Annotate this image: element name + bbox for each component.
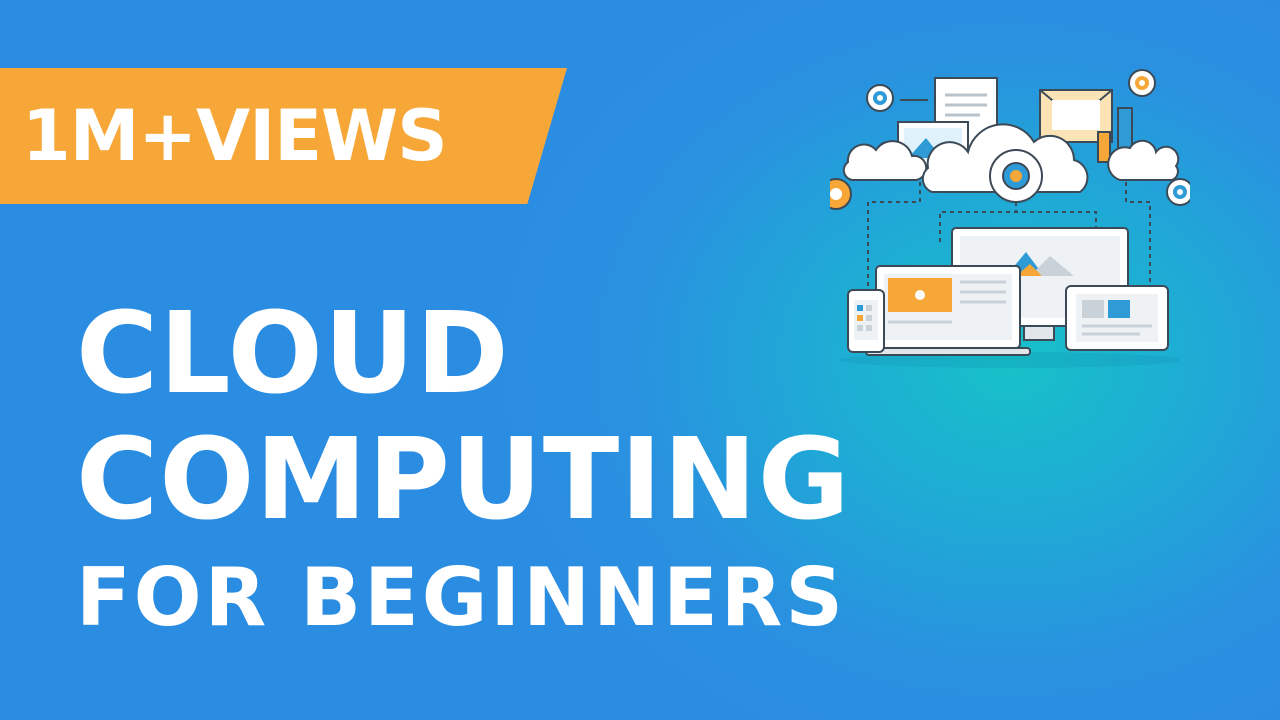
gear-icon <box>989 149 1043 203</box>
laptop-icon <box>865 265 1031 356</box>
views-badge <box>0 68 567 204</box>
gear-icon <box>1128 69 1156 97</box>
title-line-3: FOR BEGINNERS <box>76 551 846 644</box>
views-badge-text: 1M+VIEWS <box>22 95 448 177</box>
title-line-2: COMPUTING <box>76 415 851 545</box>
phone-icon <box>847 289 885 353</box>
gear-icon <box>1166 178 1190 206</box>
tablet-icon <box>1065 285 1169 351</box>
title-line-1: CLOUD <box>76 289 510 419</box>
gear-icon <box>830 178 852 210</box>
cloud-computing-illustration <box>830 69 1190 368</box>
gear-icon <box>866 84 894 112</box>
